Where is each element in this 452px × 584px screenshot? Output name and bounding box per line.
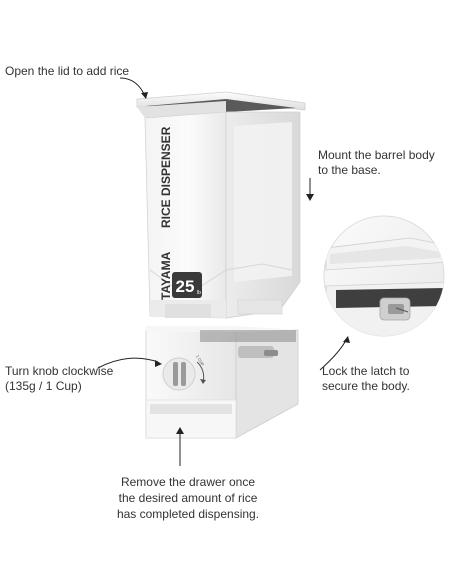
turn-knob-label: Turn knob clockwise (135g / 1 Cup) xyxy=(5,364,113,394)
open-lid-text: Open the lid to add rice xyxy=(5,64,130,78)
lock-latch-line-1: Lock the latch to xyxy=(322,364,410,378)
remove-drawer-line-3: has completed dispensing. xyxy=(116,507,260,521)
arrowhead-icon xyxy=(306,194,314,201)
brand-text: TAYAMA xyxy=(159,251,173,300)
barrel xyxy=(144,111,301,319)
lock-latch-label: Lock the latch to secure the body. xyxy=(322,364,410,394)
remove-drawer-line-2: the desired amount of rice xyxy=(118,491,258,505)
knob-hint-text: 1 CUP xyxy=(195,354,205,367)
remove-drawer-label: Remove the drawer once the desired amoun… xyxy=(100,474,276,522)
capacity-badge: 25 lb xyxy=(172,272,202,298)
barrel-branding: TAYAMA RICE DISPENSER xyxy=(159,126,173,300)
capacity-unit: lb xyxy=(197,290,201,296)
turn-knob-line-2: (135g / 1 Cup) xyxy=(5,379,82,393)
open-lid-label: Open the lid to add rice xyxy=(5,64,129,79)
arrowhead-icon xyxy=(176,427,184,434)
latch-zoom-detail xyxy=(323,215,445,337)
mount-barrel-line-1: Mount the barrel body xyxy=(318,148,435,162)
arrowhead-icon xyxy=(155,360,162,367)
turn-knob-line-1: Turn knob clockwise xyxy=(5,364,114,378)
arrowhead-icon xyxy=(343,336,350,343)
callout-arrows xyxy=(97,77,350,466)
lock-latch-line-2: secure the body. xyxy=(322,379,410,393)
remove-drawer-line-1: Remove the drawer once xyxy=(120,475,256,489)
mount-barrel-label: Mount the barrel body to the base. xyxy=(318,148,435,178)
lid xyxy=(136,91,306,118)
base xyxy=(145,326,299,439)
arrowhead-icon xyxy=(141,92,148,99)
curved-arrow-icon xyxy=(97,357,159,369)
product-name-text: RICE DISPENSER xyxy=(159,126,173,228)
curved-arrow-icon xyxy=(119,77,145,95)
mount-barrel-line-2: to the base. xyxy=(318,163,381,177)
capacity-number: 25 xyxy=(176,277,195,296)
